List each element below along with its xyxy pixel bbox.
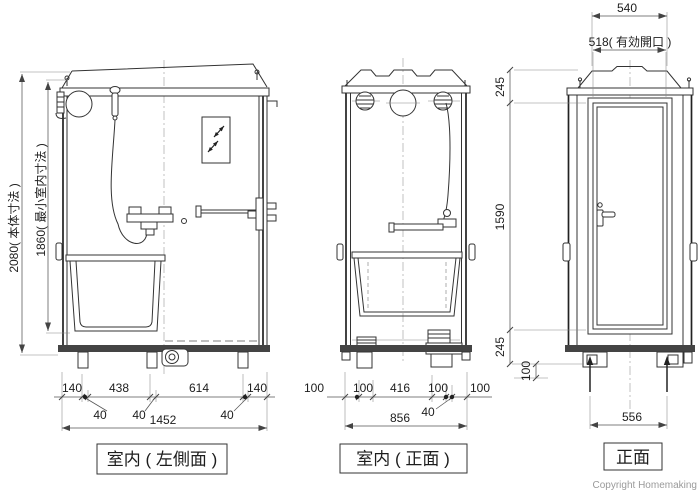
dim-100-foot: 100: [519, 361, 533, 381]
vent-louver-left: [355, 91, 375, 111]
dim-245-upper: 245: [493, 77, 507, 97]
door-lock: [247, 197, 277, 231]
dim-label-interior-height: 1860( 最小室内寸法 ): [33, 143, 48, 256]
shower-hose: [110, 119, 148, 244]
shower-hose: [442, 102, 451, 222]
dim-140-right: 140: [247, 381, 267, 395]
copyright-text: Copyright Homemaking: [593, 480, 698, 491]
dim-foot-height: 100: [514, 360, 548, 382]
dim-556: 556: [622, 410, 642, 424]
instruction-panel: [201, 116, 231, 164]
dim-40-b: 40: [132, 408, 146, 422]
exterior-hook: [267, 100, 278, 107]
view-label-front-interior-text: 室内 ( 正面 ): [356, 450, 450, 469]
roof: [341, 69, 471, 94]
ceiling-opening: [386, 89, 420, 117]
dim-416: 416: [390, 381, 410, 395]
dim-label-overall-height: 2080( 本体寸法 ): [7, 183, 21, 272]
faucet: [126, 206, 187, 236]
dim-438: 438: [109, 381, 129, 395]
side-grip: [468, 243, 476, 261]
dim-1452: 1452: [150, 413, 177, 427]
anchor-arrow: [663, 356, 671, 392]
legs: [77, 351, 249, 369]
dim-side-heights: 245 1590 245: [493, 66, 586, 368]
walls: [336, 92, 476, 345]
faucet: [388, 209, 457, 233]
dim-1590: 1590: [493, 203, 507, 230]
side-grip: [336, 243, 344, 261]
wall-mount: [181, 218, 187, 224]
diagonal-arrow-icon: [213, 125, 225, 138]
dim-overall-height: 2080( 本体寸法 ): [7, 71, 70, 356]
view-label-front-interior: 室内 ( 正面 ): [339, 443, 468, 474]
foot-right: [656, 351, 693, 368]
door-handle: [596, 202, 616, 227]
side-grip: [55, 242, 63, 261]
dim-100-right: 100: [428, 381, 448, 395]
shower-head: [109, 86, 121, 121]
drain-trap: [161, 348, 189, 367]
dim-40: 40: [421, 405, 435, 419]
dim-bottom-width: 556: [589, 396, 668, 429]
ventilation-fan: [55, 90, 93, 119]
dim-245-lower: 245: [493, 337, 507, 357]
anchor-arrow: [586, 356, 594, 392]
dim-bottom-left-view: 140 438 614 140 40 40 40 1452: [54, 372, 275, 431]
dim-top-width: 540: [591, 1, 668, 66]
body: [562, 94, 698, 348]
dim-bottom-front-interior: 100 100 416 100 100 40 856: [304, 372, 492, 430]
dim-100-outer-right: 100: [470, 381, 490, 395]
bathtub: [351, 251, 463, 317]
leg: [356, 351, 373, 369]
vent-louver-right: [433, 91, 453, 111]
dim-518-opening: 518( 有効開口 ): [589, 34, 672, 49]
view-label-front: 正面: [603, 442, 663, 471]
roof: [59, 63, 270, 97]
dim-614: 614: [189, 381, 209, 395]
foot: [341, 351, 351, 361]
door: [587, 97, 673, 335]
view-label-left-side: 室内 ( 左側面 ): [96, 443, 228, 475]
dim-opening-width: 518( 有効開口 ): [589, 34, 672, 97]
side-grip: [562, 242, 571, 262]
foot: [461, 351, 471, 361]
foot-left: [582, 351, 608, 368]
base-frame: [565, 345, 695, 352]
dim-540: 540: [617, 1, 637, 15]
view-front: 540 518( 有効開口 ) 245 1590 245: [493, 1, 698, 429]
base-frame: [340, 345, 472, 352]
bathtub: [65, 254, 166, 332]
dim-40-c: 40: [220, 408, 234, 422]
view-interior-front: 100 100 416 100 100 40 856: [304, 58, 492, 430]
dim-40-a: 40: [93, 408, 107, 422]
base-frame: [58, 345, 270, 352]
view-label-front-text: 正面: [616, 448, 650, 467]
view-interior-left-side: 2080( 本体寸法 ) 1860( 最小室内寸法 ): [7, 60, 278, 431]
dim-100-outer-left: 100: [304, 381, 324, 395]
dim-100-leg: 100: [353, 381, 373, 395]
dim-interior-height: 1860( 最小室内寸法 ): [33, 79, 70, 334]
dim-140-left: 140: [62, 381, 82, 395]
dim-856: 856: [390, 411, 410, 425]
side-grip: [689, 242, 698, 262]
view-label-left-side-text: 室内 ( 左側面 ): [107, 450, 218, 469]
towel-bar: [195, 205, 257, 218]
diagonal-arrow-icon: [207, 140, 219, 153]
